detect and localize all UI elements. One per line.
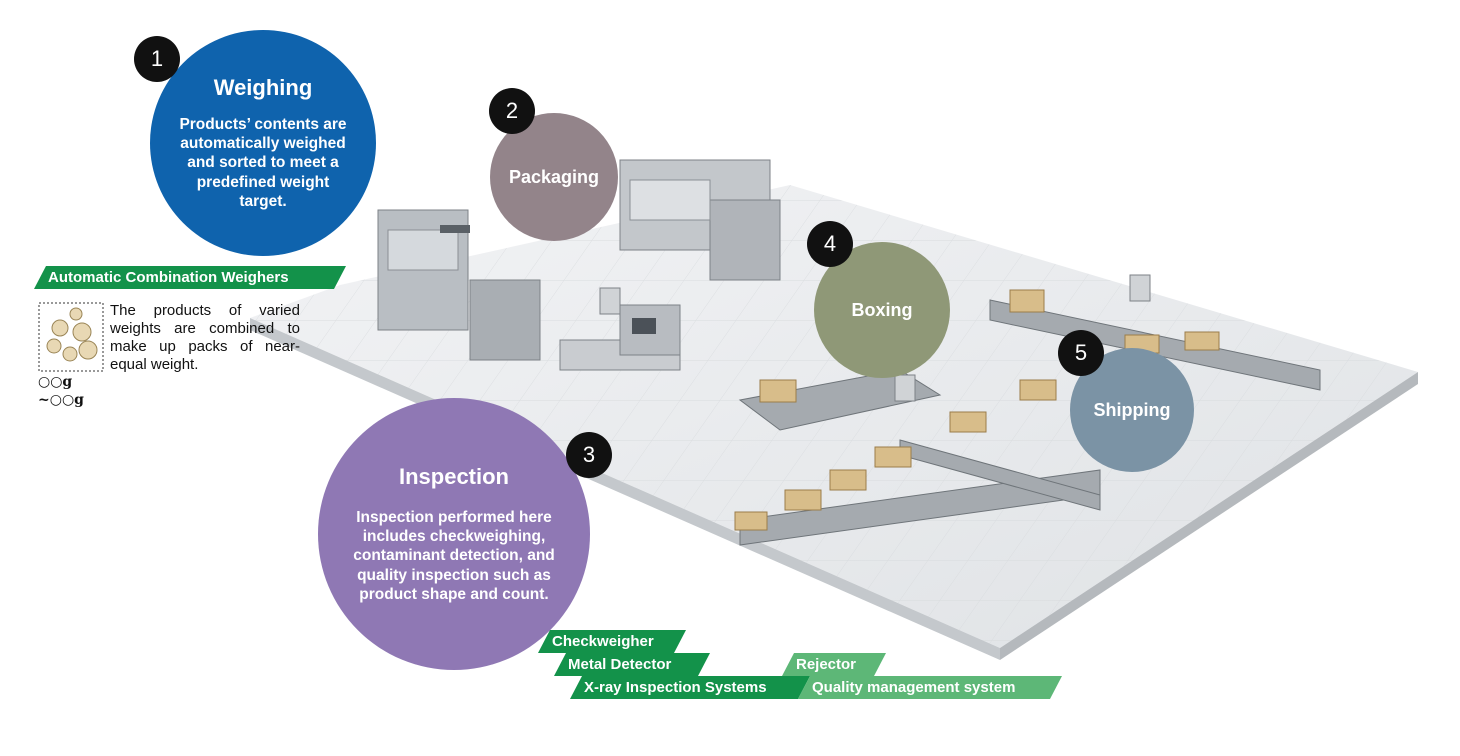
floor-edge-right	[1000, 372, 1418, 660]
packaging-title: Packaging	[508, 166, 600, 187]
inspection-title: Inspection	[398, 463, 509, 489]
inspection-description: Inspection performed here includes check…	[353, 508, 555, 604]
monitors	[599, 274, 1151, 402]
packaging-bubble: Packaging	[490, 113, 618, 241]
step-1-badge: 1	[134, 36, 180, 82]
weighing-description: Products’ contents are automatically wei…	[179, 115, 347, 211]
step-3-badge: 3	[566, 432, 612, 478]
weights-icon	[38, 302, 104, 372]
weighing-title: Weighing	[213, 74, 313, 100]
step-4-badge: 4	[807, 221, 853, 267]
weight-label-2: ~○○g	[38, 392, 84, 408]
weight-label-1: ○○g	[38, 374, 73, 390]
weighing-bubble: Weighing Products’ contents are automati…	[150, 30, 376, 256]
boxing-title: Boxing	[851, 299, 913, 320]
tag-rejector: Rejector	[782, 653, 886, 676]
shipping-title: Shipping	[1093, 399, 1171, 420]
combination-weigher-machine	[377, 209, 541, 361]
tag-automatic-combination-weighers: Automatic Combination Weighers	[34, 266, 346, 289]
step-2-badge: 2	[489, 88, 535, 134]
tag-checkweigher: Checkweigher	[538, 630, 686, 653]
step-5-badge: 5	[1058, 330, 1104, 376]
tag-metal-detector: Metal Detector	[554, 653, 710, 676]
cardboard-boxes	[734, 289, 1220, 531]
packaging-machine	[619, 159, 781, 281]
inspection-machines	[559, 304, 681, 371]
tag-xray-inspection-systems: X-ray Inspection Systems	[570, 676, 810, 699]
tag-quality-management-system: Quality management system	[798, 676, 1062, 699]
inspection-bubble: Inspection Inspection performed here inc…	[318, 398, 590, 670]
weighing-note: The products of varied weights are combi…	[110, 302, 300, 373]
